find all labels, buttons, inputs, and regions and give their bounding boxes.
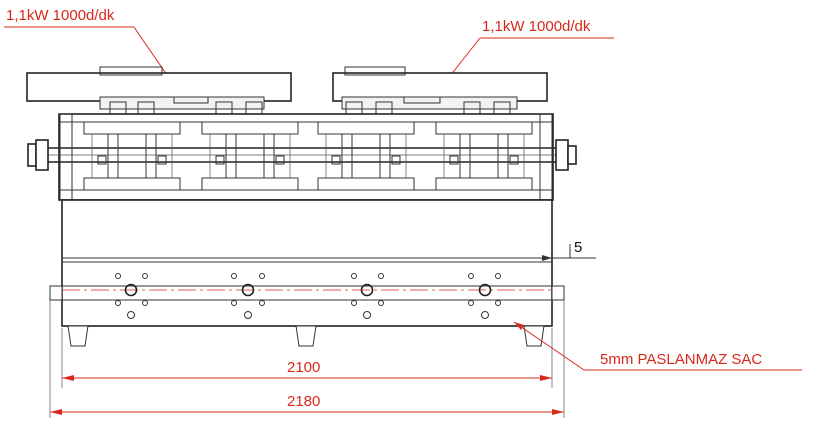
- offset-dimension: 5: [522, 239, 596, 261]
- dimension-inner-width-text: 2100: [287, 359, 320, 376]
- dimension-inner-width: 2100: [61, 328, 553, 388]
- nozzle-group-4: [468, 273, 501, 319]
- nozzle-group-3: [351, 273, 384, 319]
- material-label: 5mm PASLANMAZ SAC: [513, 321, 802, 371]
- motor-right: [332, 66, 548, 117]
- material-label-text: 5mm PASLANMAZ SAC: [600, 351, 762, 368]
- dimension-outer-width-text: 2180: [287, 393, 320, 410]
- offset-dimension-text: 5: [574, 239, 582, 256]
- tank-body: [49, 199, 565, 347]
- unit-2: [201, 121, 299, 191]
- motor-label-right-text: 1,1kW 1000d/dk: [482, 18, 591, 35]
- nozzle-group-1: [115, 273, 148, 319]
- nozzle-group-2: [231, 273, 265, 319]
- dimension-outer-width: 2180: [49, 300, 565, 418]
- unit-3: [317, 121, 415, 191]
- unit-4: [435, 121, 533, 191]
- unit-1: [83, 121, 181, 191]
- motor-label-left-text: 1,1kW 1000d/dk: [6, 7, 115, 24]
- motor-left: [26, 66, 292, 117]
